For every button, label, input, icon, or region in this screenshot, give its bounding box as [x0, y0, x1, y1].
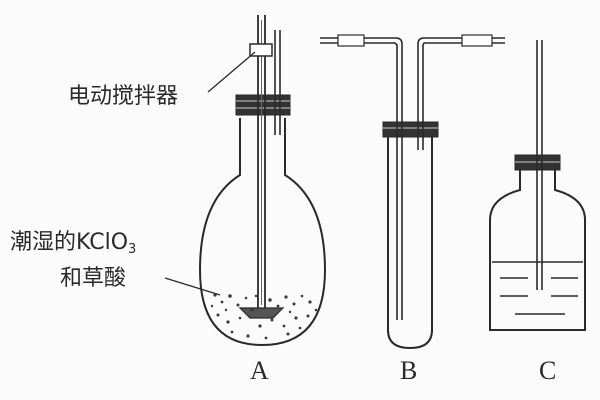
stirrer-leader-line: [207, 51, 256, 93]
flask-a-reagent: [210, 293, 318, 340]
tube-b-stopper: [382, 121, 439, 138]
stirrer-label: 电动搅拌器: [68, 84, 179, 109]
stirrer-shaft: [257, 15, 266, 310]
tube-b-inlet: [320, 37, 403, 320]
stirrer-paddle: [238, 307, 285, 319]
apparatus-b-label: B: [400, 356, 418, 385]
reagent-leader-line: [164, 277, 221, 296]
bottle-c-liquid: [492, 261, 583, 315]
tube-b-inlet-connector: [337, 34, 365, 47]
reagent-label-line2: 和草酸: [60, 266, 127, 291]
flask-a: [198, 118, 327, 347]
apparatus-a-label: A: [250, 356, 269, 385]
flask-a-stopper: [235, 94, 291, 116]
reagent-label-line1: 潮湿的KClO3: [10, 230, 137, 257]
stirrer-clamp: [249, 43, 273, 57]
bottle-c: [489, 170, 586, 331]
flask-a-side-tube: [274, 30, 281, 135]
apparatus-c-label: C: [539, 356, 557, 385]
tube-b-outlet-connector: [461, 34, 493, 47]
tube-b: [387, 135, 433, 350]
reagent-formula-subscript: 3: [128, 242, 137, 257]
reagent-formula: 潮湿的KClO: [10, 230, 129, 255]
bottle-c-tube: [536, 40, 543, 290]
